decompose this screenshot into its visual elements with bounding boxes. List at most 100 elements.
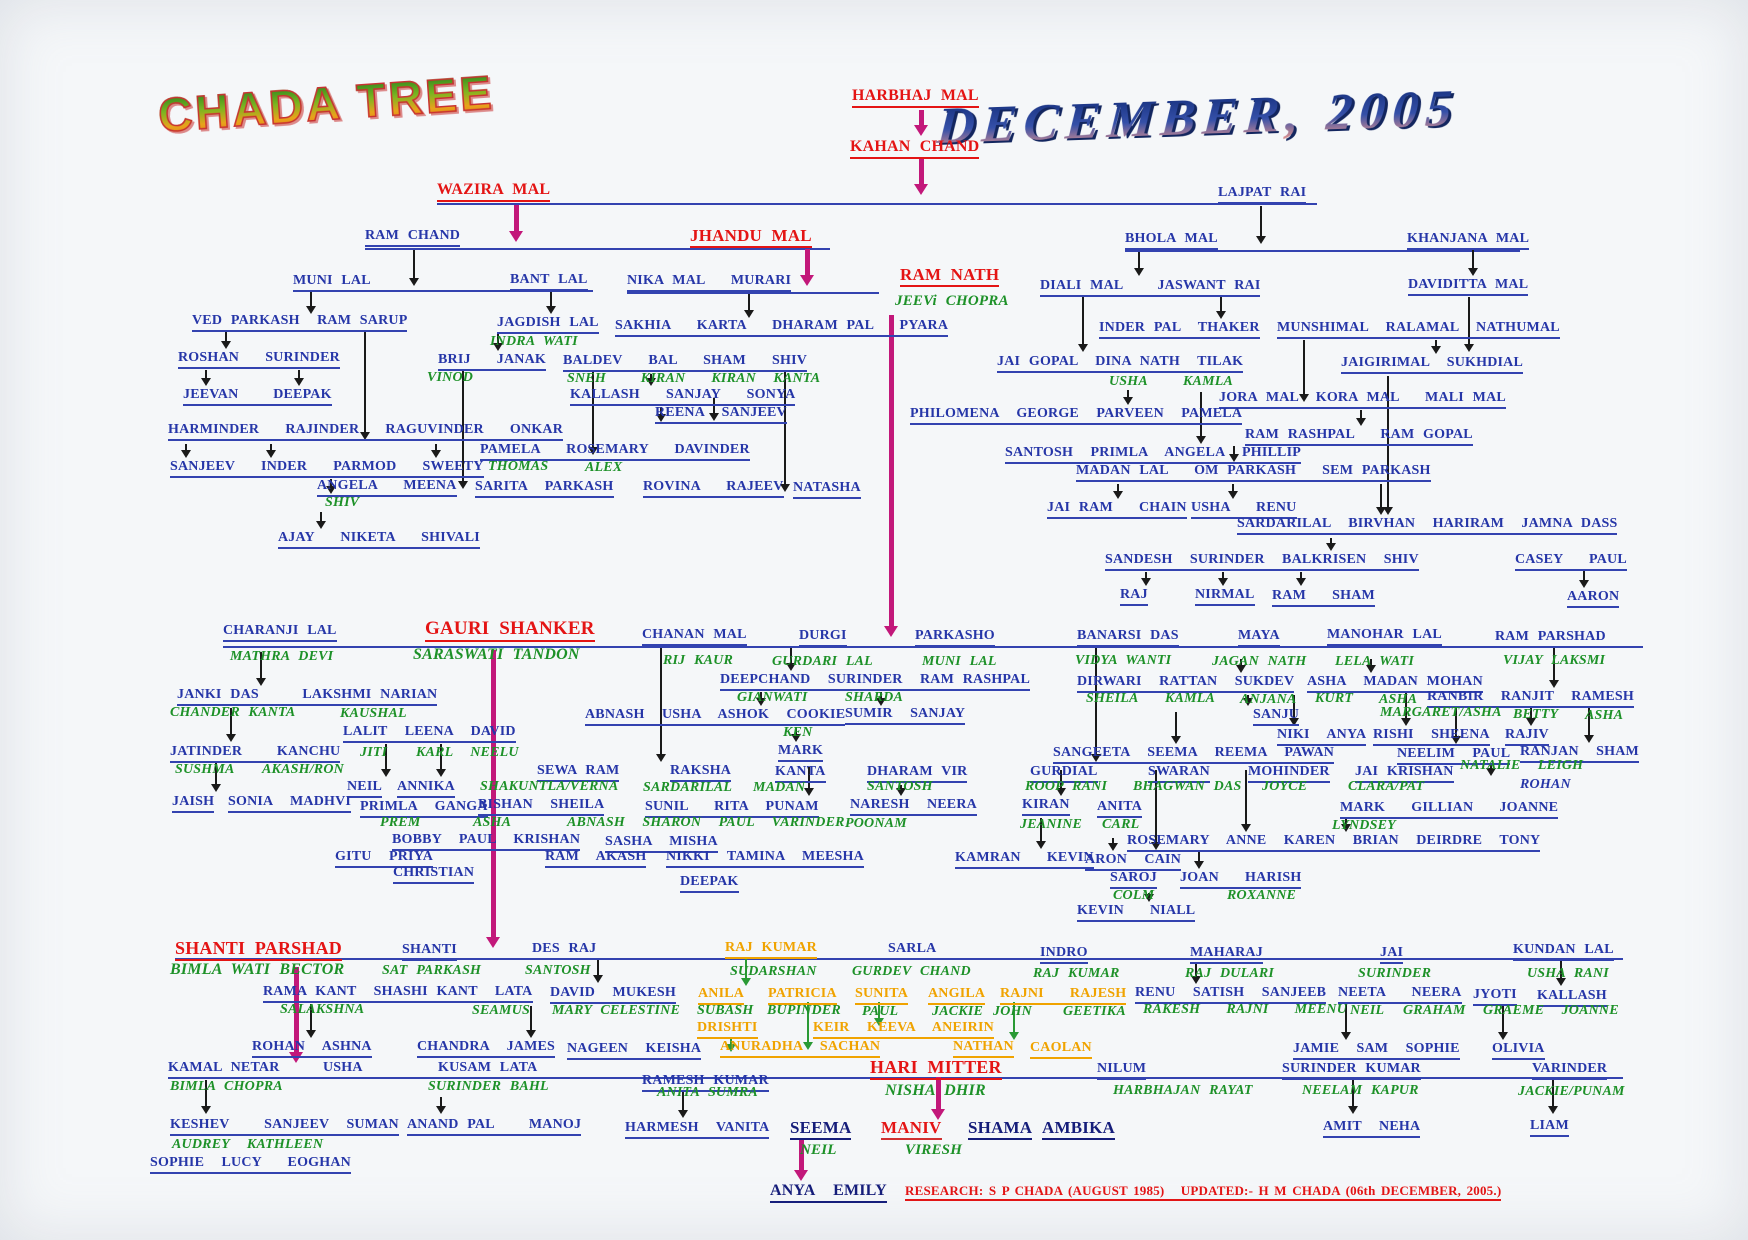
generation-line [627, 292, 879, 294]
person-harbhaj-mal: HARBHAJ MAL [852, 87, 979, 108]
person-chanan-mal: CHANAN MAL [642, 627, 747, 646]
person-rosemary-anne-karen-brian-deirdre-tony: ROSEMARY ANNE KAREN BRIAN DEIRDRE TONY [1127, 833, 1541, 852]
person-muni-lal: MUNI LAL [293, 273, 371, 292]
person-bupinder: BUPINDER [767, 1003, 841, 1018]
person-nageen-keisha: NAGEEN KEISHA [567, 1041, 702, 1060]
person-subash: SUBASH [697, 1003, 754, 1018]
person-anya-emily: ANYA EMILY [770, 1182, 887, 1203]
person-bishan-sheila: BISHAN SHEILA [478, 797, 605, 816]
person-jhandu-mal: JHANDU MAL [690, 227, 812, 248]
person-jaish: JAISH [172, 794, 215, 813]
person-jagan-nath: JAGAN NATH [1212, 654, 1307, 669]
person-ambika: AMBIKA [1042, 1119, 1115, 1140]
person-annika: ANNIKA [397, 779, 455, 798]
person-karl-neelu: KARL NEELU [416, 745, 519, 760]
person-kamla: KAMLA [1183, 374, 1234, 389]
person-nilum: NILUM [1097, 1061, 1147, 1080]
person-neil: NEIL [347, 779, 383, 798]
person-sakhia-karta-dharam-pal-pyara: SAKHIA KARTA DHARAM PAL PYARA [615, 318, 949, 337]
person-kaushal: KAUSHAL [340, 706, 407, 721]
person-bhola-mal: BHOLA MAL [1125, 231, 1218, 250]
person-prem: PREM [380, 815, 421, 830]
person-geetika: GEETIKA [1063, 1004, 1126, 1019]
person-nathan: NATHAN [953, 1039, 1014, 1058]
person-gianwati: GIANWATI [737, 690, 808, 705]
person-niki-anya: NIKI ANYA [1277, 727, 1367, 746]
person-jora-mal-kora-mal-mali-mal: JORA MAL KORA MAL MALI MAL [1219, 390, 1506, 409]
person-banarsi-das: BANARSI DAS [1077, 628, 1179, 647]
person-thomas: THOMAS [488, 459, 549, 474]
person-harminder-rajinder-raguvinder-onkar: HARMINDER RAJINDER RAGUVINDER ONKAR [168, 422, 564, 441]
person-inder-pal-thaker: INDER PAL THAKER [1099, 320, 1260, 339]
person-usha: USHA [1109, 374, 1148, 389]
person-deepak: DEEPAK [680, 874, 739, 893]
person-lela-wati: LELA WATI [1335, 654, 1415, 669]
person-neeta-neera: NEETA NEERA [1338, 985, 1462, 1004]
person-jagdish-lal: JAGDISH LAL [497, 315, 599, 334]
generation-line [437, 203, 1317, 205]
person-daviditta-mal: DAVIDITTA MAL [1408, 277, 1529, 296]
person-nika-mal-murari: NIKA MAL MURARI [627, 273, 792, 292]
person-jyoti: JYOTI [1473, 987, 1517, 1006]
person-parkasho: PARKASHO [915, 628, 995, 647]
person-maniv: MANIV [881, 1119, 942, 1140]
person-diali-mal-jaswant-rai: DIALI MAL JASWANT RAI [1040, 278, 1261, 297]
person-ken: KEN [783, 725, 813, 740]
person-rama-kant-shashi-kant-lata: RAMA KANT SHASHI KANT LATA [263, 984, 533, 1003]
person-janki-das-lakshmi-narian: JANKI DAS LAKSHMI NARIAN [177, 687, 438, 706]
person-keir-keeva-aneirin: KEIR KEEVA ANEIRIN [813, 1020, 994, 1039]
date-title: DECEMBER, 2005 [935, 79, 1461, 156]
person-vidya-wanti: VIDYA WANTI [1075, 653, 1172, 668]
person-salakshna: SALAKSHNA [280, 1002, 365, 1017]
person-chandra-james: CHANDRA JAMES [417, 1039, 556, 1058]
person-rovina-rajeev: ROVINA RAJEEV [643, 479, 784, 498]
person-gitu-priya: GITU PRIYA [335, 849, 434, 868]
person-jackie: JACKIE [932, 1004, 983, 1019]
person-anand-pal-manoj: ANAND PAL MANOJ [407, 1117, 582, 1136]
person-sarla: SARLA [888, 941, 937, 960]
person-lajpat-rai: LAJPAT RAI [1218, 185, 1307, 204]
person-mary-celestine: MARY CELESTINE [552, 1003, 681, 1018]
person-roop-rani: ROOP RANI [1025, 779, 1108, 794]
person-bimla-chopra: BIMLA CHOPRA [170, 1079, 283, 1094]
person-sasha-misha: SASHA MISHA [605, 834, 718, 853]
person-deepchand-surinder-ram-rashpal: DEEPCHAND SURINDER RAM RASHPAL [720, 672, 1030, 691]
person-madan-lal-om-parkash-sem-parkash: MADAN LAL OM PARKASH SEM PARKASH [1076, 463, 1431, 482]
person-nirmal: NIRMAL [1195, 587, 1255, 606]
person-viresh: VIRESH [905, 1142, 963, 1158]
person-jaigirimal-sukhdial: JAIGIRIMAL SUKHDIAL [1341, 355, 1524, 374]
person-raj-kumar: RAJ KUMAR [1033, 966, 1120, 981]
person-sneh-kiran-kiran-kanta: SNEH KIRAN KIRAN KANTA [567, 371, 821, 386]
person-shakuntla-verna: SHAKUNTLA/VERNA [480, 779, 619, 794]
person-drishti: DRISHTI [697, 1020, 758, 1039]
person-kamal-netar: KAMAL NETAR [168, 1060, 280, 1079]
person-kamran-kevin: KAMRAN KEVIN [955, 850, 1094, 869]
person-ram-sham: RAM SHAM [1272, 588, 1375, 607]
person-shanti: SHANTI [402, 942, 457, 961]
person-jai-krishan: JAI KRISHAN [1355, 764, 1454, 783]
person-clara-pat: CLARA/PAT [1348, 779, 1425, 794]
person-reena-sanjeev: REENA SANJEEV [655, 405, 787, 424]
person-indro: INDRO [1040, 945, 1088, 964]
person-sophie-lucy-eoghan: SOPHIE LUCY EOGHAN [150, 1155, 351, 1174]
person-rohan-ashna: ROHAN ASHNA [252, 1039, 372, 1058]
person-asha-madan-mohan: ASHA MADAN MOHAN [1307, 674, 1483, 693]
person-lyndsey: LYNDSEY [1332, 818, 1396, 833]
person-neil: NEIL [800, 1142, 837, 1158]
person-varinder: VARINDER [1532, 1061, 1608, 1080]
person-neelam-kapur: NEELAM KAPUR [1302, 1083, 1419, 1098]
person-olivia: OLIVIA [1492, 1041, 1545, 1060]
person-nisha-dhir: NISHA DHIR [885, 1082, 986, 1099]
person-kurt: KURT [1315, 691, 1354, 706]
person-ram-parshad: RAM PARSHAD [1495, 629, 1606, 648]
person-kallash-sanjay-sonya: KALLASH SANJAY SONYA [570, 387, 796, 406]
person-sharda: SHARDA [845, 690, 903, 705]
person-dharam-vir: DHARAM VIR [867, 764, 968, 783]
person-renu-satish-sanjeeb: RENU SATISH SANJEEB [1135, 985, 1327, 1004]
person-ramesh-kumar: RAMESH KUMAR [642, 1073, 769, 1092]
person-sat-parkash: SAT PARKASH [382, 963, 482, 978]
person-usha-renu: USHA RENU [1191, 500, 1297, 519]
person-joyce: JOYCE [1262, 779, 1308, 794]
person-patricia: PATRICIA [768, 986, 837, 1005]
